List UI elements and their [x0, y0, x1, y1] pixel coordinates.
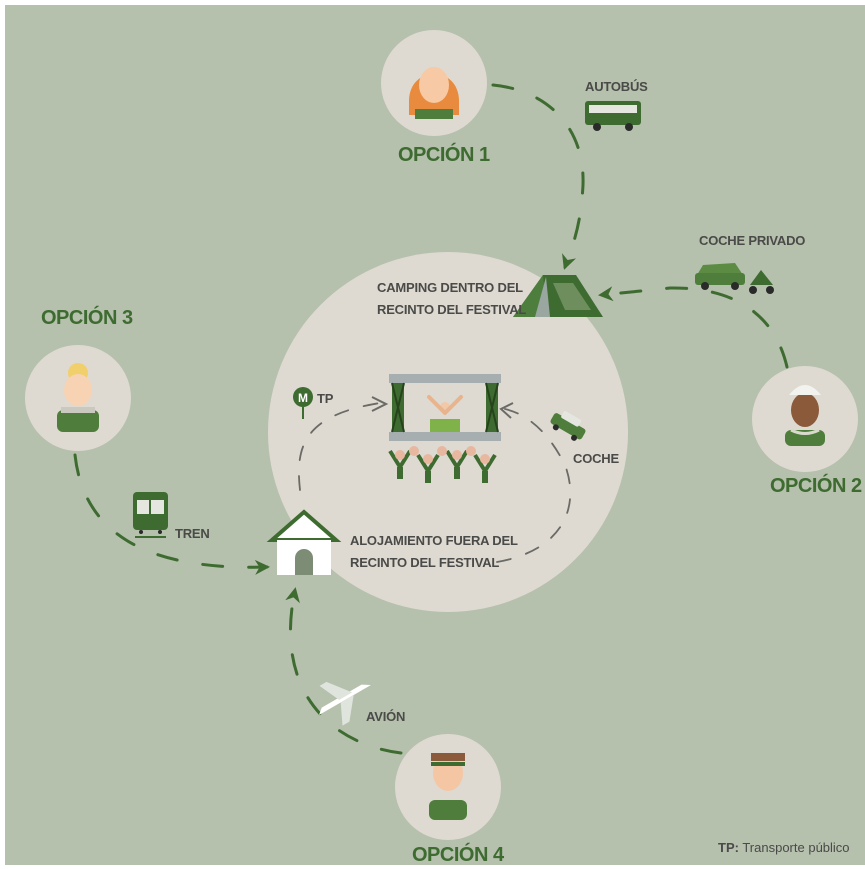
scooter-icon — [749, 270, 774, 294]
train-icon — [133, 492, 168, 538]
avatar-option-3 — [57, 363, 99, 432]
tp-label: TP — [317, 391, 334, 406]
avatar-option-4 — [429, 753, 467, 820]
inner-car-label: COCHE — [573, 451, 619, 466]
avatar-option-1 — [409, 67, 459, 119]
footnote-text: Transporte público — [742, 840, 850, 855]
option-1-label: OPCIÓN 1 — [398, 144, 490, 166]
metro-pin-icon: M — [293, 387, 313, 419]
house-icon — [266, 509, 342, 575]
avatar-option-2 — [785, 385, 825, 446]
train-label: TREN — [175, 526, 210, 541]
option-4-label: OPCIÓN 4 — [412, 844, 504, 866]
car-icon — [695, 263, 745, 290]
bus-label: AUTOBÚS — [585, 79, 648, 94]
svg-text:M: M — [298, 391, 308, 405]
plane-icon — [319, 681, 371, 726]
private-car-label: COCHE PRIVADO — [699, 233, 806, 248]
route-option1-bus — [491, 83, 585, 270]
option-2-label: OPCIÓN 2 — [770, 475, 862, 497]
footnote-abbr: TP: — [718, 840, 739, 855]
route-option2-car — [598, 286, 789, 369]
plane-label: AVIÓN — [366, 709, 406, 724]
option-3-label: OPCIÓN 3 — [41, 307, 133, 329]
camping-label-line1: CAMPING DENTRO DEL — [377, 280, 523, 295]
inner-arrowhead-tp — [371, 396, 389, 412]
route-inner-car — [496, 408, 572, 563]
footnote: TP: Transporte público — [718, 840, 850, 855]
diagram-canvas: M — [5, 5, 865, 865]
lodging-label-line1: ALOJAMIENTO FUERA DEL — [350, 533, 518, 548]
route-option4-plane — [285, 587, 403, 755]
bus-icon — [585, 101, 641, 131]
inner-arrowhead-car — [499, 402, 514, 419]
lodging-label-line2: RECINTO DEL FESTIVAL — [350, 555, 500, 570]
camping-label-line2: RECINTO DEL FESTIVAL — [377, 302, 527, 317]
tent-icon — [513, 275, 603, 317]
crowd-icon — [388, 446, 497, 483]
inner-car-icon — [550, 411, 586, 441]
route-inner-tp — [298, 402, 381, 491]
stage-icon — [389, 374, 501, 441]
